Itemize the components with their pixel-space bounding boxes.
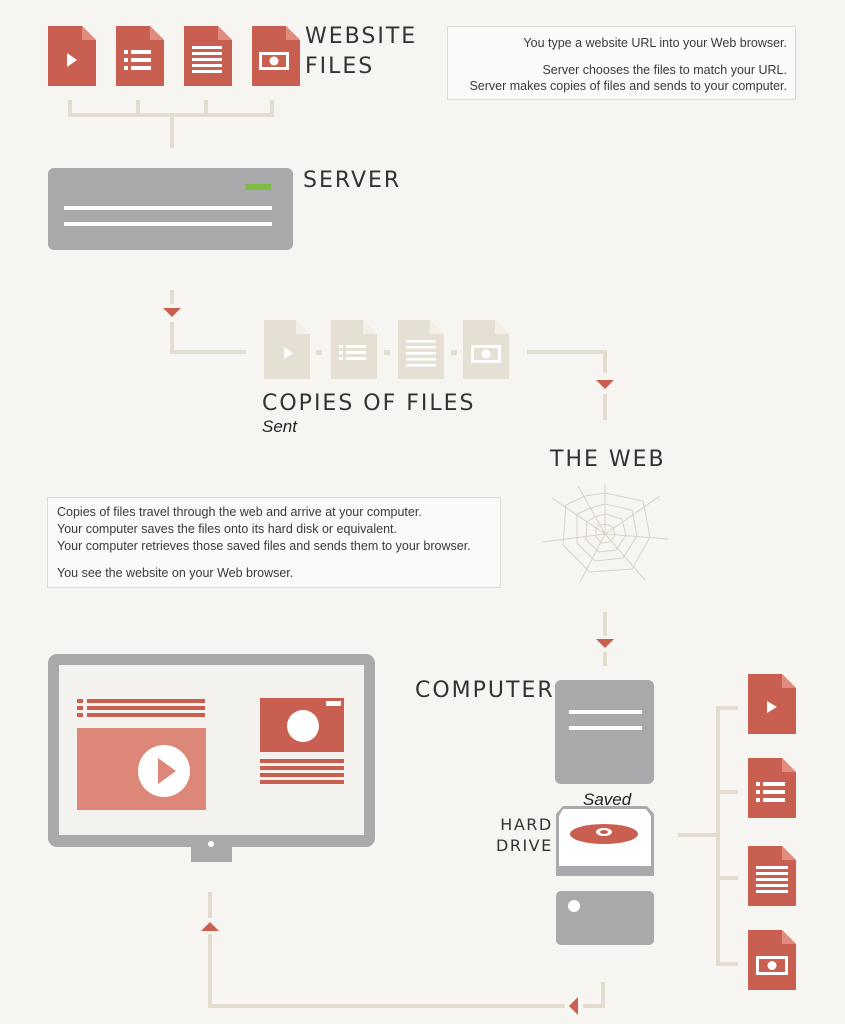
info-mid-line1: Copies of files travel through the web a… [57,505,422,519]
text-file-icon [184,26,232,86]
website-files-title-line1: WEBSITE [305,24,418,49]
info-top-line2: Server chooses the files to match your U… [542,63,787,77]
image-file-icon [748,930,796,990]
list-file-icon [116,26,164,86]
spider-web-icon [541,484,669,583]
arrow-down-icon [596,380,614,389]
arrow-down-icon [163,308,181,317]
monitor-icon [48,654,375,862]
copies-title: COPIES OF FILES [262,391,476,416]
arrow-up-icon [201,922,219,931]
saved-files-icons [678,674,796,990]
web-to-computer-path [596,612,614,666]
video-file-icon [48,26,96,86]
server-title: SERVER [303,168,402,193]
hard-drive-label-line2: DRIVE [496,836,553,855]
website-files-title-line2: FILES [305,54,375,79]
info-top-line1: You type a website URL into your Web bro… [523,36,787,50]
arrow-down-icon [596,639,614,648]
info-mid-line3: Your computer retrieves those saved file… [57,539,471,553]
send-path [163,290,614,420]
saved-label: Saved [583,790,632,809]
computer-tower-icon [555,680,654,945]
hard-drive-icon [556,806,654,876]
video-file-icon [748,674,796,734]
the-web-title: THE WEB [550,447,666,472]
info-mid-line2: Your computer saves the files onto its h… [57,522,398,536]
sent-label: Sent [262,417,297,436]
hard-drive-label: HARD DRIVE [496,814,553,856]
text-file-icon [748,846,796,906]
info-box-mid: Copies of files travel through the web a… [47,497,501,588]
image-file-icon [252,26,300,86]
info-mid-line4: You see the website on your Web browser. [57,566,294,580]
info-box-top: You type a website URL into your Web bro… [447,26,796,100]
hard-drive-label-line1: HARD [500,815,553,834]
info-top-line3: Server makes copies of files and sends t… [469,79,787,93]
website-files-icons [48,26,300,148]
arrow-left-icon [569,997,578,1015]
return-path [201,892,605,1015]
computer-title: COMPUTER [415,678,555,703]
server-icon [48,168,293,250]
website-files-title: WEBSITE FILES [305,22,417,82]
list-file-icon [748,758,796,818]
